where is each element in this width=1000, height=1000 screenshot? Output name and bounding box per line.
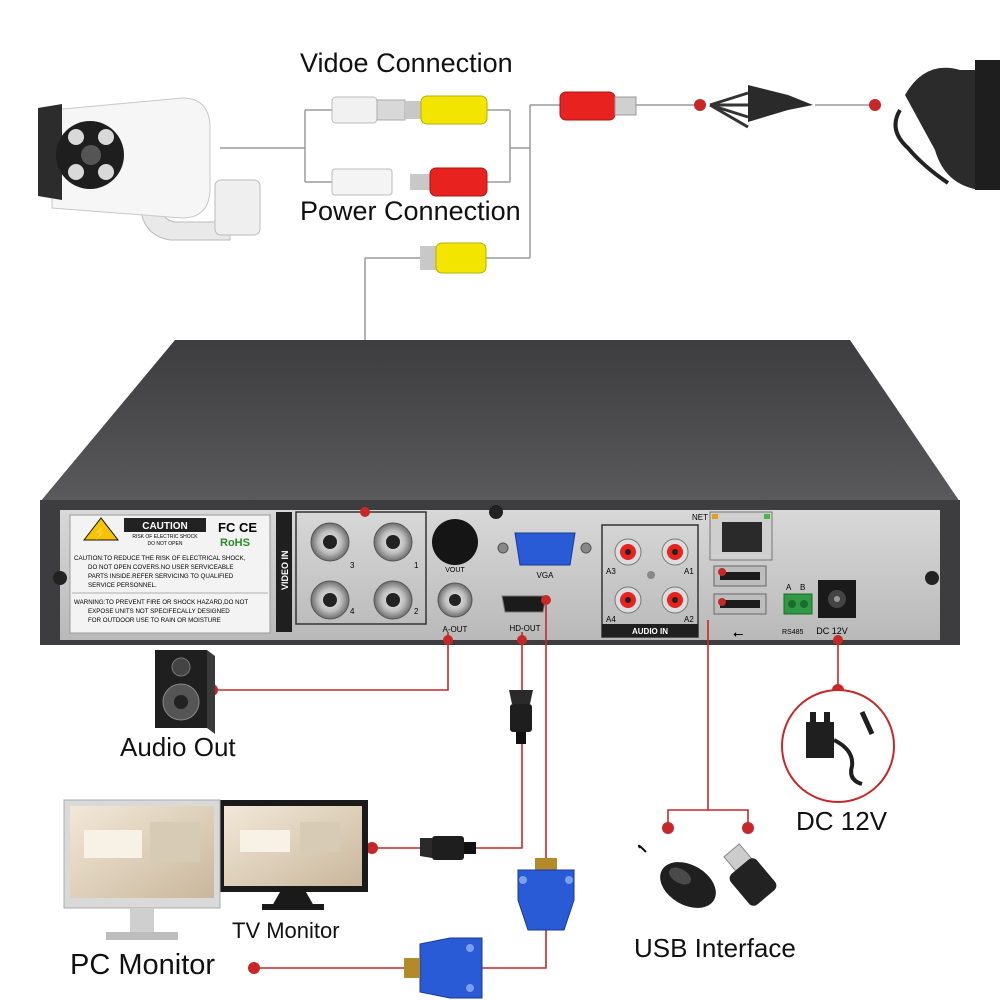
tv-monitor-icon xyxy=(218,800,368,910)
video-connection-label: Vidoe Connection xyxy=(300,48,513,78)
audio-port-a1 xyxy=(661,538,689,566)
video-in-label: VIDEO IN xyxy=(280,550,290,590)
yellow-rca-plug-top xyxy=(405,95,488,125)
network-port: NET xyxy=(692,511,773,561)
vga-port: VGA xyxy=(497,532,592,580)
mouse-icon xyxy=(637,844,716,908)
channel-1-label: 1 xyxy=(414,561,419,570)
white-power-plug xyxy=(331,168,393,196)
pc-monitor-label: PC Monitor xyxy=(70,949,215,981)
usb-port-1 xyxy=(713,565,767,587)
hdmi-cable-icon xyxy=(509,690,533,744)
dc-power-jack: DC 12V xyxy=(816,580,856,636)
yellow-rca-plug-dvr xyxy=(420,242,487,274)
svg-text:⚡: ⚡ xyxy=(93,525,109,541)
caution-label: ⚡ CAUTION RISK OF ELECTRIC SHOCK DO NOT … xyxy=(69,514,271,634)
caution-title: CAUTION xyxy=(142,521,188,532)
rohs-mark: RoHS xyxy=(220,537,250,549)
caution-sub-1: RISK OF ELECTRIC SHOCK xyxy=(132,534,198,540)
tv-monitor-label: TV Monitor xyxy=(232,918,340,943)
audio-in-section: AUDIO IN A3 A1 A4 A2 xyxy=(601,524,699,638)
bnc-connector-4 xyxy=(310,580,350,620)
vga-cable-horizontal-icon xyxy=(404,937,483,999)
rs485-a-label: A xyxy=(786,583,792,592)
hdmi-cable-monitor-icon xyxy=(420,836,476,860)
warning-text-line: EXPOSE UNITS NOT SPECIFECALLY DESIGNED xyxy=(88,608,230,615)
usb-symbol-icon: ⭠ xyxy=(733,627,743,642)
caution-text-line: PARTS INSIDE.REFER SERVICING TO QUALIFIE… xyxy=(88,573,234,580)
aout-label: A-OUT xyxy=(443,625,468,634)
rs485-terminal: A B RS485 xyxy=(782,583,813,636)
dc12v-panel-label: DC 12V xyxy=(816,626,848,636)
net-label: NET xyxy=(692,513,708,522)
vga-label: VGA xyxy=(537,571,555,580)
power-splitter-icon xyxy=(709,85,813,129)
white-rca-plug-top xyxy=(331,96,406,124)
channel-2-label: 2 xyxy=(414,607,419,616)
vout-port: VOUT xyxy=(432,519,478,574)
caution-text-lines: CAUTION:TO REDUCE THE RISK OF ELECTRICAL… xyxy=(72,555,268,624)
audio-port-a4 xyxy=(614,586,642,614)
usb-port-2 xyxy=(713,593,767,615)
channel-4-label: 4 xyxy=(350,607,355,616)
rs485-b-label: B xyxy=(800,583,805,592)
bnc-connector-1 xyxy=(373,522,413,562)
hd-out-label: HD-OUT xyxy=(509,624,540,633)
usb-interface-label: USB Interface xyxy=(634,933,796,963)
bnc-connector-3 xyxy=(310,522,350,562)
aout-port: A-OUT xyxy=(437,582,473,634)
dc-adapter-icon xyxy=(781,689,895,803)
vout-label: VOUT xyxy=(445,567,465,574)
hdmi-port: HD-OUT xyxy=(501,595,547,633)
caution-sub-2: DO NOT OPEN xyxy=(148,541,183,547)
red-rca-plug-splitter xyxy=(559,91,637,121)
audio-in-label: AUDIO IN xyxy=(632,627,668,636)
audio-port-a3 xyxy=(614,538,642,566)
red-power-plug xyxy=(410,167,488,197)
speaker-icon xyxy=(155,650,215,734)
bnc-connector-2 xyxy=(373,580,413,620)
power-adapter-icon xyxy=(893,60,1000,190)
caution-text-line: CAUTION:TO REDUCE THE RISK OF ELECTRICAL… xyxy=(74,555,246,562)
usb-stick-icon xyxy=(723,843,777,906)
connection-dots-top xyxy=(694,99,881,111)
warning-text-line: WARNING:TO PREVENT FIRE OR SHOCK HAZARD,… xyxy=(74,599,248,606)
dc-12v-label: DC 12V xyxy=(796,806,888,836)
fcc-ce-mark: FC CE xyxy=(218,520,257,535)
a2-label: A2 xyxy=(684,615,694,624)
camera-cable-lines xyxy=(220,104,875,512)
audio-out-label: Audio Out xyxy=(120,732,236,762)
a4-label: A4 xyxy=(606,615,616,624)
video-in-section: VIDEO IN 3 1 4 2 xyxy=(276,511,427,632)
ground-screw xyxy=(647,571,655,579)
caution-text-line: DO NOT OPEN COVERS.NO USER SERVICEABLE xyxy=(88,564,234,571)
power-connection-label: Power Connection xyxy=(300,196,521,226)
camera-icon xyxy=(38,97,261,241)
channel-3-label: 3 xyxy=(350,561,355,570)
caution-text-line: SERVICE PERSONNEL. xyxy=(88,582,157,589)
a3-label: A3 xyxy=(606,567,616,576)
pc-monitor-icon xyxy=(63,799,221,940)
rs485-label: RS485 xyxy=(782,629,804,636)
warning-text-line: FOR OUTDOOR USE TO RAIN OR MOISTURE xyxy=(88,617,221,624)
vga-cable-vertical-icon xyxy=(517,858,575,931)
audio-port-a2 xyxy=(661,586,689,614)
a1-label: A1 xyxy=(684,567,694,576)
